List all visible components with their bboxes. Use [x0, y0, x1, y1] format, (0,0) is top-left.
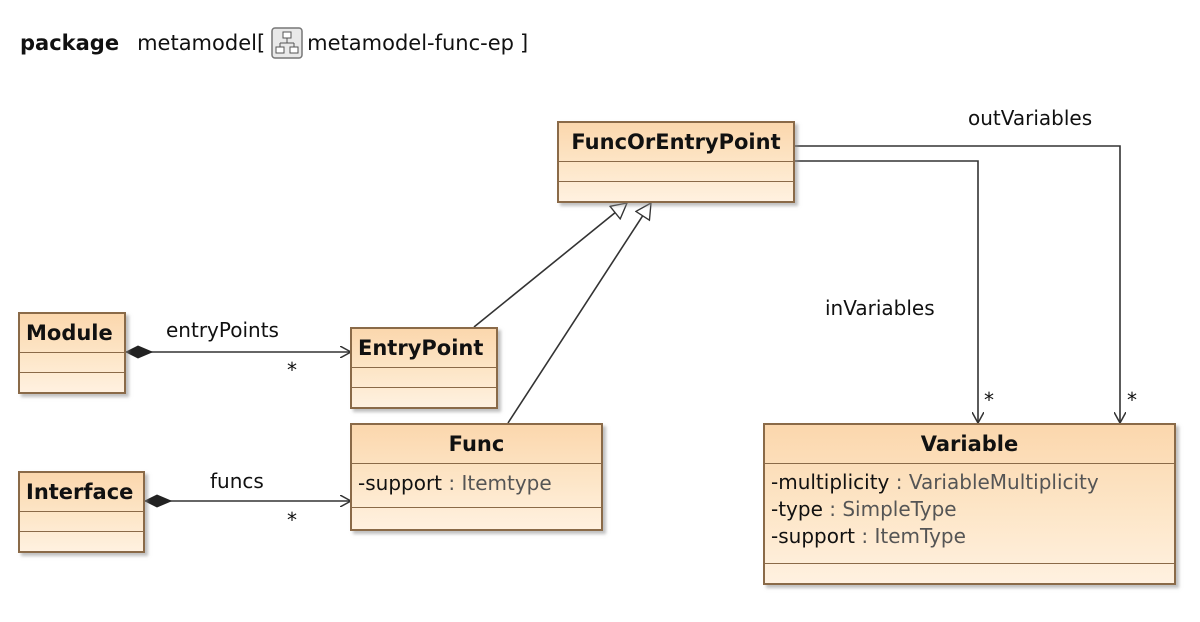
funcs-label: funcs [210, 469, 264, 493]
attributes-compartment: -support : Itemtype [352, 463, 601, 507]
attribute-row: -support : Itemtype [358, 470, 595, 497]
generalization-func [507, 203, 651, 424]
class-variable[interactable]: Variable -multiplicity : VariableMultipl… [763, 423, 1176, 585]
in-variables-label: inVariables [825, 296, 935, 320]
out-variables-label: outVariables [968, 106, 1093, 130]
attribute-separator: : [822, 497, 843, 521]
class-func-or-entry-point[interactable]: FuncOrEntryPoint [557, 121, 795, 203]
attribute-separator: : [855, 524, 875, 548]
association-out-variables [795, 145, 1120, 423]
operations-compartment [765, 563, 1174, 583]
attributes-compartment [352, 367, 496, 387]
class-func[interactable]: Func -support : Itemtype [350, 423, 603, 531]
class-interface[interactable]: Interface [18, 471, 145, 553]
class-name: Interface [26, 480, 134, 504]
package-keyword: package [20, 31, 120, 55]
package-owner: metamodel [137, 31, 257, 55]
attribute-row: -type : SimpleType [771, 496, 1168, 523]
in-variables-multiplicity: * [984, 388, 994, 412]
attribute-type: ItemType [874, 524, 966, 548]
attribute-row: -support : ItemType [771, 523, 1168, 550]
out-variables-multiplicity: * [1127, 388, 1137, 412]
funcs-multiplicity: * [287, 508, 297, 532]
class-name: FuncOrEntryPoint [571, 130, 781, 154]
attribute-separator: : [889, 470, 909, 494]
class-module[interactable]: Module [18, 312, 126, 394]
diagram-name: metamodel-func-ep [307, 31, 514, 55]
entry-points-label: entryPoints [166, 318, 279, 342]
attribute-type: Itemtype [461, 471, 552, 495]
attributes-compartment [20, 352, 124, 372]
attribute-row: -multiplicity : VariableMultiplicity [771, 469, 1168, 496]
entry-points-multiplicity: * [287, 358, 297, 382]
bracket-close: ] [520, 31, 529, 55]
class-name: Variable [920, 432, 1019, 456]
class-entry-point[interactable]: EntryPoint [350, 327, 498, 409]
operations-compartment [352, 387, 496, 407]
diagram-icon [271, 27, 303, 59]
association-in-variables [795, 160, 978, 423]
attributes-compartment: -multiplicity : VariableMultiplicity -ty… [765, 463, 1174, 563]
operations-compartment [559, 181, 793, 201]
attribute-type: VariableMultiplicity [908, 470, 1099, 494]
class-name: EntryPoint [358, 336, 484, 360]
attribute-name: -multiplicity [771, 470, 890, 494]
attribute-name: -support [771, 524, 856, 548]
attribute-type: SimpleType [842, 497, 957, 521]
bracket-open: [ [256, 31, 266, 55]
diagram-header: package metamodel [ metamodel-func-ep ] [20, 26, 528, 60]
class-name: Func [448, 432, 505, 456]
operations-compartment [352, 507, 601, 529]
attribute-name: -support [358, 471, 443, 495]
operations-compartment [20, 531, 143, 551]
attribute-separator: : [442, 471, 462, 495]
operations-compartment [20, 372, 124, 392]
attribute-name: -type [771, 497, 823, 521]
generalization-entrypoint [473, 203, 627, 328]
class-name: Module [26, 321, 113, 345]
attributes-compartment [559, 161, 793, 181]
attributes-compartment [20, 511, 143, 531]
